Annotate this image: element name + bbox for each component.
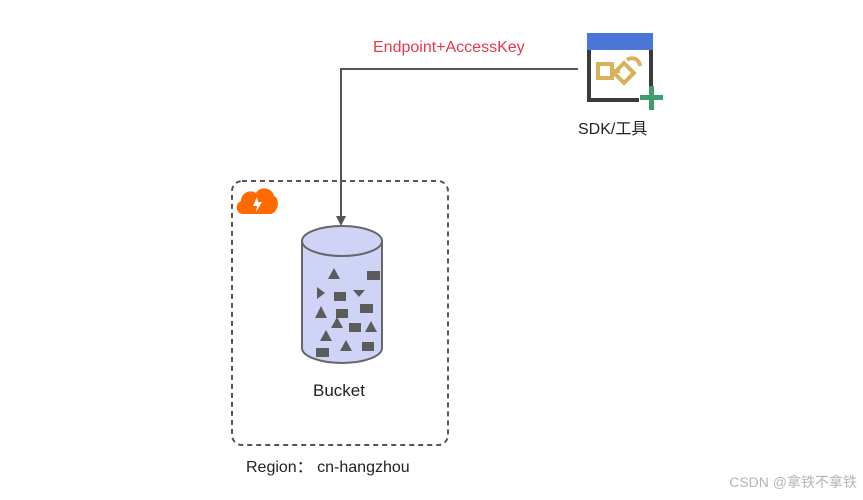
object-triangle xyxy=(320,330,332,341)
object-triangle xyxy=(365,321,377,332)
connection-label: Endpoint+AccessKey xyxy=(373,39,525,56)
object-square xyxy=(334,292,346,301)
bucket-cylinder-icon xyxy=(301,225,383,364)
object-square xyxy=(367,271,380,280)
bucket-objects xyxy=(315,268,380,357)
object-square xyxy=(362,342,374,351)
watermark: CSDN @拿铁不拿铁 xyxy=(729,474,857,490)
connection-arrow xyxy=(336,68,578,226)
object-square xyxy=(316,348,329,357)
object-square xyxy=(349,323,361,332)
sdk-tool-icon xyxy=(587,33,663,110)
sdk-tool-label: SDK/工具 xyxy=(578,121,648,138)
object-triangle xyxy=(353,290,365,297)
object-triangle xyxy=(317,287,325,299)
object-triangle xyxy=(331,317,343,328)
bucket-label: Bucket xyxy=(313,381,365,400)
object-square xyxy=(336,309,348,318)
object-triangle xyxy=(340,340,352,351)
region-box xyxy=(231,180,449,446)
region-label: Region： cn-hangzhou xyxy=(246,459,410,476)
object-square xyxy=(360,304,373,313)
object-triangle xyxy=(328,268,340,279)
object-triangle xyxy=(315,306,327,318)
alibaba-cloud-logo-icon xyxy=(236,188,278,214)
